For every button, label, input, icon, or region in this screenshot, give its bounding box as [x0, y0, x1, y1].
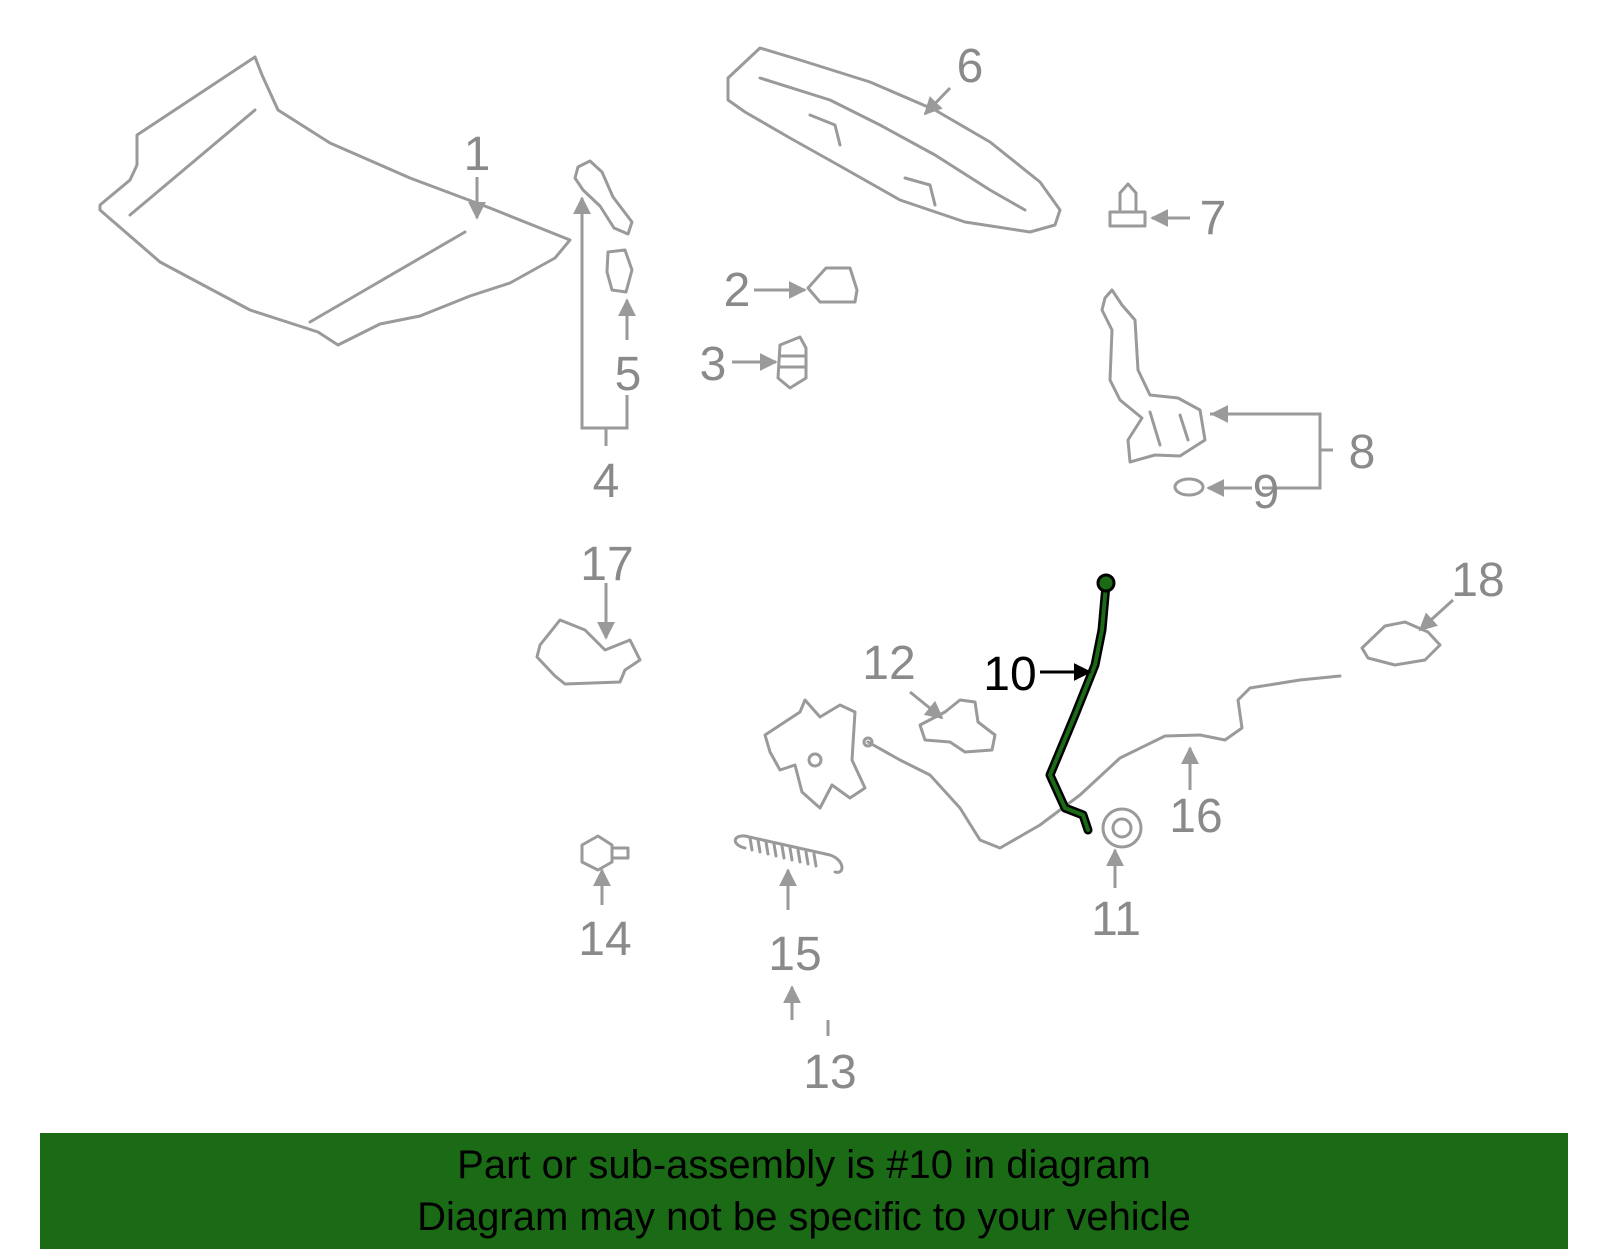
callout-11[interactable]: 11	[1091, 893, 1141, 946]
release-cable-part[interactable]	[862, 674, 1342, 850]
hinge-part[interactable]	[573, 159, 634, 294]
hood-insulator-part[interactable]	[726, 46, 1062, 234]
grommet-part[interactable]	[1101, 807, 1143, 849]
callout-8[interactable]: 8	[1349, 426, 1376, 479]
callout-2[interactable]: 2	[724, 264, 751, 317]
callout-17[interactable]: 17	[580, 538, 633, 591]
banner-line-2: Diagram may not be specific to your vehi…	[417, 1195, 1191, 1239]
callout-13[interactable]: 13	[803, 1046, 856, 1099]
callout-4[interactable]: 4	[593, 455, 620, 508]
callout-7[interactable]: 7	[1200, 192, 1227, 245]
cushion-part[interactable]	[776, 335, 808, 390]
callout-9[interactable]: 9	[1253, 466, 1280, 519]
parts-diagram: 1 5 4 6 7 2 3 8 9	[98, 40, 1505, 1099]
callout-16[interactable]: 16	[1169, 790, 1222, 843]
support-rod-part[interactable]	[1045, 573, 1116, 835]
release-handle-part[interactable]	[1360, 620, 1442, 667]
bumper-part[interactable]	[806, 266, 859, 304]
lock-assembly-part[interactable]	[1100, 288, 1207, 497]
callout-5[interactable]: 5	[615, 348, 642, 401]
callout-10[interactable]: 10	[983, 648, 1036, 701]
callout-14[interactable]: 14	[578, 913, 631, 966]
info-banner: Part or sub-assembly is #10 in diagram D…	[40, 1133, 1568, 1249]
callout-12[interactable]: 12	[862, 637, 915, 690]
callout-6[interactable]: 6	[957, 40, 984, 93]
lock-assembly-lower-part[interactable]	[763, 698, 867, 810]
callout-1[interactable]: 1	[464, 128, 491, 181]
spring-part[interactable]	[733, 834, 844, 874]
latch-part[interactable]	[918, 698, 997, 754]
retainer-clip-part[interactable]	[1108, 182, 1147, 228]
banner-line-1: Part or sub-assembly is #10 in diagram	[457, 1143, 1151, 1187]
hood-part[interactable]	[98, 55, 572, 347]
callout-15[interactable]: 15	[768, 928, 821, 981]
callout-18[interactable]: 18	[1451, 554, 1504, 607]
callout-3[interactable]: 3	[700, 338, 727, 391]
bolt-part[interactable]	[580, 834, 630, 872]
bracket-part[interactable]	[535, 618, 642, 686]
